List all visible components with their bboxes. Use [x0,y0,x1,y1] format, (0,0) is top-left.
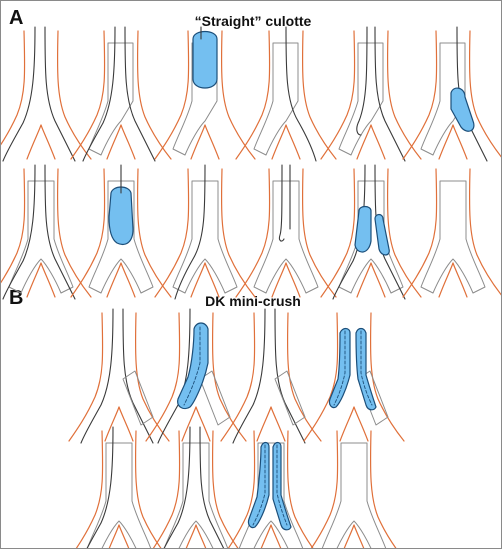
panel-b-title: DK mini-crush [205,293,301,309]
culotte-step-10 [235,164,337,298]
dk-step-6 [152,426,239,548]
kissing-balloon-main [247,441,270,529]
crushed-stent [274,370,306,426]
dk-step-4 [303,312,405,442]
balloon-main [328,327,351,409]
culotte-step-3 [154,26,256,160]
culotte-step-9 [154,164,256,300]
culotte-step-10-vessel [235,168,337,298]
side-branch-wire [274,308,306,444]
stent [338,42,384,156]
main-branch-wire [332,164,366,300]
side-branch-stent [199,370,231,426]
culotte-step-1 [1,26,92,162]
culotte-step-7 [1,164,92,300]
culotte-step-6 [402,26,501,162]
stent [253,42,299,156]
balloon [450,87,475,132]
balloon [108,186,134,246]
dk-step-3-vessel [220,312,322,442]
culotte-step-11-vessel [320,168,422,298]
side-branch-wire [44,26,76,162]
culotte-step-6-vessel [402,30,501,160]
side-branch-stent [122,370,154,426]
dk-step-6-vessel [152,430,239,548]
dk-step-1 [68,308,170,444]
culotte-step-5 [320,26,422,162]
dk-step-5 [75,426,162,548]
culotte-stents-final [420,180,486,294]
side-branch-wire [124,26,156,162]
culotte-stents [8,180,74,294]
culotte-step-2-vessel [70,30,172,160]
culotte-step-4 [235,26,337,162]
culotte-step-12-vessel [402,168,501,298]
culotte-step-11 [320,164,422,300]
culotte-step-5-vessel [320,30,422,160]
stent [172,42,218,156]
final-stents [321,442,387,548]
dk-step-5-vessel [75,430,162,548]
side-branch-wire [199,426,225,548]
culotte-stents [88,180,154,294]
dk-step-8-vessel [310,430,397,548]
side-branch-wire [44,164,76,300]
main-branch-wire [80,308,114,444]
culotte-stents [253,180,319,294]
culotte-stents [338,180,404,294]
balloon [192,30,218,89]
stents [238,442,304,548]
culotte-stents [172,180,238,294]
recrossing-wire [356,26,368,136]
culotte-step-9-vessel [154,168,256,298]
wire [174,164,206,300]
side-branch-wire [374,26,406,162]
main-branch-wire [163,426,191,548]
stents [163,442,229,548]
side-branch-stent [88,42,134,156]
balloon-2 [374,213,390,256]
dk-step-2 [145,308,247,444]
wire [285,26,317,162]
main-branch-wire [86,426,114,548]
stents [86,442,152,548]
stent [420,42,466,156]
dk-step-4-vessel [303,312,405,442]
main-branch-wire [2,164,36,300]
balloon [177,322,209,410]
balloon-1 [354,205,372,253]
side-branch-wire [374,164,406,300]
balloon-side [355,327,377,411]
culotte-step-1-vessel [1,30,92,160]
recrossing-wire [278,164,285,242]
culotte-step-12 [402,168,501,298]
dk-step-1-vessel [68,312,170,442]
culotte-step-7-vessel [1,168,92,298]
dk-step-7 [227,430,314,548]
culotte-step-4-vessel [235,30,337,160]
kissing-balloon-side [272,441,292,531]
culotte-step-8 [70,164,172,298]
dk-step-2-vessel [145,312,247,442]
main-branch-wire [2,26,36,162]
panel-a-title: “Straight” culotte [194,13,312,29]
culotte-step-3-vessel [154,30,256,160]
dk-step-7-vessel [227,430,314,548]
dk-step-8 [310,430,397,548]
culotte-step-2 [70,26,172,162]
main-branch-wire [157,308,191,444]
panel-a-letter: A [9,7,24,29]
main-branch-wire [82,26,116,162]
dk-step-3 [220,308,322,444]
side-branch-wire [122,308,154,444]
main-branch-wire [232,308,266,444]
